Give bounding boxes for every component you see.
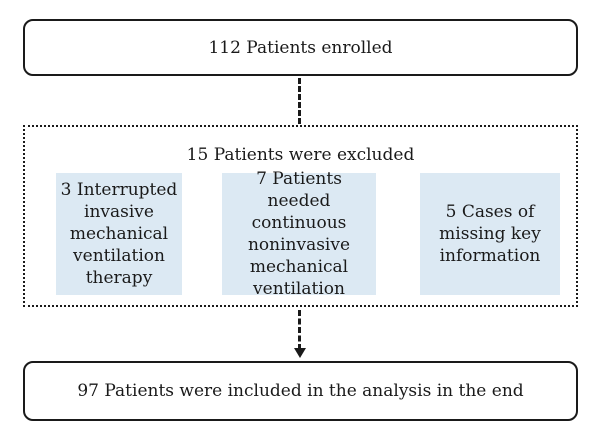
included-box: 97 Patients were included in the analysi…	[23, 361, 578, 421]
exclusion-reason-interrupted-ventilation: 3 Interrupted invasive mechanical ventil…	[56, 173, 182, 295]
exclusion-reason-noninvasive-ventilation: 7 Patients needed continuous noninvasive…	[222, 169, 376, 299]
dashed-connector-top	[298, 78, 301, 124]
excluded-title: 15 Patients were excluded	[186, 145, 415, 165]
exclusion-group: 15 Patients were excluded 3 Interrupted …	[23, 125, 578, 307]
exclusion-reason-text: 7 Patients needed continuous noninvasive…	[247, 169, 351, 299]
included-text: 97 Patients were included in the analysi…	[77, 381, 524, 401]
exclusion-reason-missing-information: 5 Cases of missing key information	[420, 173, 560, 295]
exclusion-reason-text: 3 Interrupted invasive mechanical ventil…	[60, 180, 178, 288]
dashed-connector-bottom	[298, 310, 301, 350]
exclusion-reason-text: 5 Cases of missing key information	[439, 202, 541, 266]
arrow-head-icon	[294, 348, 306, 358]
enrolled-text: 112 Patients enrolled	[208, 37, 393, 58]
enrolled-box: 112 Patients enrolled	[23, 19, 578, 76]
